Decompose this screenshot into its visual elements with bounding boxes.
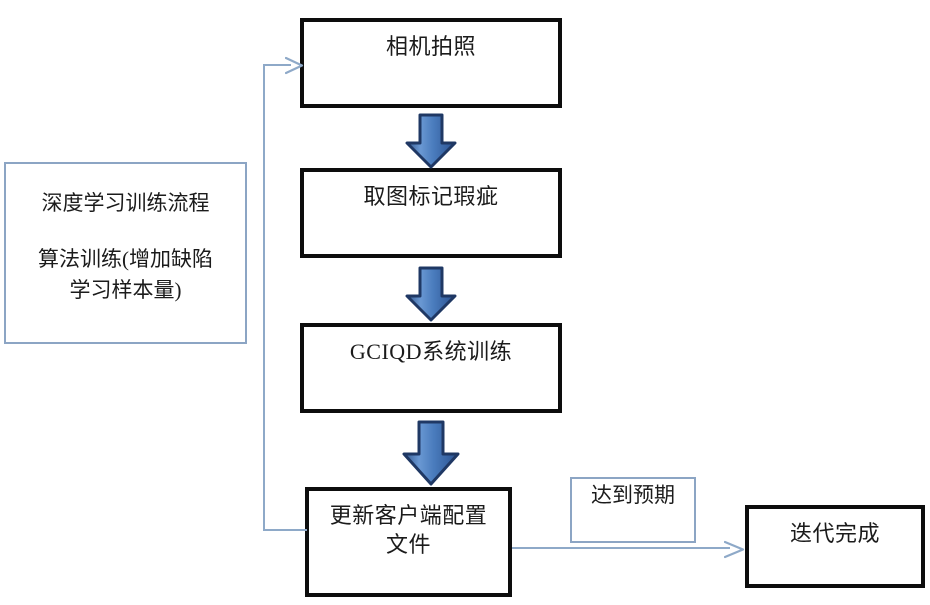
node-gciqd-training-label: GCIQD系统训练 bbox=[349, 339, 513, 364]
annotation-meets-expectation-label: 达到预期 bbox=[591, 483, 675, 507]
info-panel-heading: 深度学习训练流程 bbox=[41, 191, 210, 215]
edge-feedback-loop-segment-vertical bbox=[263, 64, 265, 530]
node-camera-capture[interactable]: 相机拍照 bbox=[300, 18, 562, 108]
node-mark-defects-label: 取图标记瑕疵 bbox=[363, 184, 499, 209]
info-panel: 深度学习训练流程 算法训练(增加缺陷 学习样本量) bbox=[4, 162, 247, 344]
node-camera-capture-label: 相机拍照 bbox=[385, 34, 476, 59]
edge-feedback-loop-segment-top bbox=[263, 64, 291, 66]
node-iteration-done-label: 迭代完成 bbox=[789, 521, 880, 546]
node-update-client-config-label: 更新客户端配置 文件 bbox=[329, 503, 488, 558]
node-gciqd-training[interactable]: GCIQD系统训练 bbox=[300, 323, 562, 413]
edge-update-to-done-arrowhead-icon bbox=[724, 540, 746, 559]
edge-update-to-done-line bbox=[512, 547, 730, 549]
info-panel-body: 算法训练(增加缺陷 学习样本量) bbox=[38, 247, 213, 302]
edge-mark-to-gciqd-arrow-icon bbox=[405, 266, 457, 322]
edge-feedback-loop-segment-bottom bbox=[263, 529, 307, 531]
node-update-client-config[interactable]: 更新客户端配置 文件 bbox=[305, 487, 512, 597]
edge-capture-to-mark-arrow-icon bbox=[405, 113, 457, 169]
annotation-meets-expectation: 达到预期 bbox=[570, 477, 696, 543]
node-mark-defects[interactable]: 取图标记瑕疵 bbox=[300, 168, 562, 258]
node-iteration-done[interactable]: 迭代完成 bbox=[745, 505, 925, 588]
edge-feedback-loop-arrowhead-icon bbox=[285, 56, 305, 75]
edge-gciqd-to-update-arrow-icon bbox=[401, 420, 461, 486]
